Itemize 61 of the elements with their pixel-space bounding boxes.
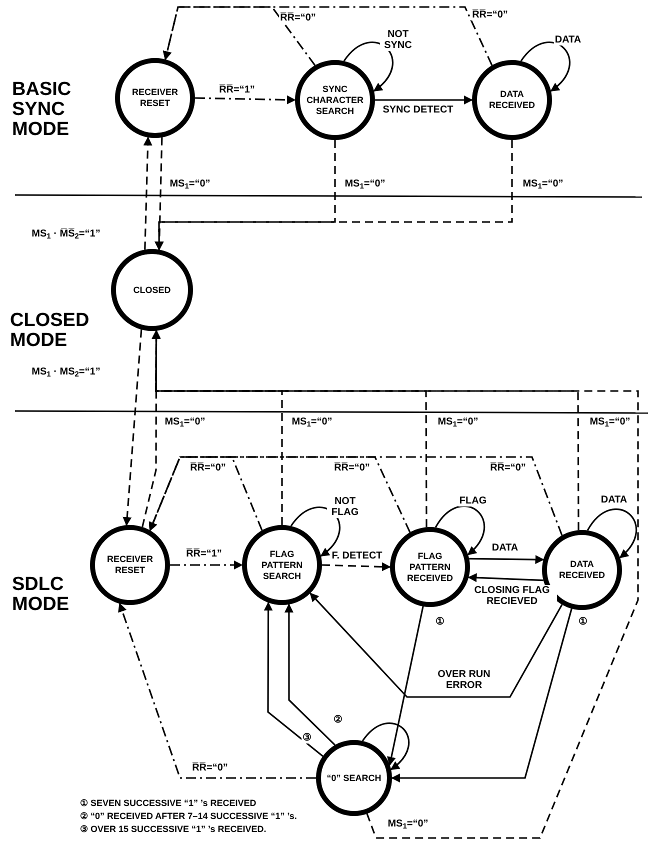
footnote: ② “0” RECEIVED AFTER 7–14 SUCCESSIVE “1” ’s. <box>80 812 297 822</box>
arrow <box>152 330 639 839</box>
edge-label: FLAG <box>458 496 488 506</box>
edge-label: DATA <box>600 494 628 506</box>
arrow <box>122 330 142 526</box>
arrow <box>310 592 563 698</box>
edge-label: R̅R̅=“0” <box>489 462 527 474</box>
arrow <box>118 602 316 779</box>
footnote: ③ OVER 15 SUCCESSIVE “1” ’s RECEIVED. <box>80 825 266 834</box>
edge-label: R̅R̅=“0” <box>189 462 227 474</box>
edge-label: MS$_{1}$=“0” <box>164 416 206 428</box>
edge-label: R̅R̅=“0” <box>333 462 371 474</box>
arrow <box>375 96 473 104</box>
arrow <box>170 560 243 570</box>
arrow <box>391 608 572 782</box>
edge-label: MS$_{1}$=“0” <box>290 416 334 428</box>
edge-label: ② <box>332 714 344 726</box>
footnote: ① SEVEN SUCCESSIVE “1” ’s RECEIVED <box>80 799 256 808</box>
state-name: DATA RECEIVED <box>488 89 536 111</box>
state-name: CLOSED <box>132 284 172 296</box>
edge-label: R̅R̅=“1” <box>185 548 223 560</box>
edge-label: MS$_{1}$=“0” <box>436 416 480 428</box>
mode-title: SDLC MODE <box>12 575 70 615</box>
state-name: FLAG PATTERN SEARCH <box>260 548 304 582</box>
edge-label: R̅R̅=“1” <box>218 84 256 96</box>
edge-label: MS$_{1}$=“0” <box>522 178 564 190</box>
state-name: RECEIVER RESET <box>130 87 179 109</box>
arrow <box>343 42 394 92</box>
edge-label: MS$_{1}$ · M̅S̅$_{2}$=“1” <box>30 228 102 240</box>
state-name: “0” SEARCH <box>326 772 382 784</box>
edge-label: R̅R̅=“0” <box>279 12 317 24</box>
edge-label: DATA <box>554 34 582 46</box>
arrow <box>194 95 296 104</box>
arrow <box>520 42 570 92</box>
state-name: FLAG PATTERN RECEIVED <box>406 550 454 584</box>
edge-label: MS$_{1}$=“0” <box>168 178 212 190</box>
edge-label: F. DETECT <box>330 550 384 562</box>
edge-label: MS$_{1}$=“0” <box>344 178 386 190</box>
edge-label: ① <box>578 616 588 628</box>
mode-title: CLOSED MODE <box>10 311 90 351</box>
arrow <box>469 555 544 564</box>
edge-label: MS$_{1}$=“0” <box>386 818 430 830</box>
mode-title: BASIC SYNC MODE <box>12 80 72 140</box>
arrow <box>362 722 410 770</box>
edge-label: MS$_{1}$ · MS$_{2}$=“1” <box>30 366 102 378</box>
arrow <box>322 562 391 572</box>
arrow <box>154 140 513 251</box>
edge-label: MS$_{1}$=“0” <box>588 416 632 428</box>
state-name: DATA RECEIVED <box>558 559 606 581</box>
edge-label: ① <box>434 616 446 628</box>
arrow <box>143 136 152 250</box>
edge-label: R̅R̅=“0” <box>471 10 509 20</box>
arrow <box>434 505 485 556</box>
edge-label: R̅R̅=“0” <box>191 762 229 774</box>
state-name: SYNC CHARACTER SEARCH <box>306 84 364 116</box>
edge-label: SYNC DETECT <box>382 104 454 116</box>
edge-label: DATA <box>490 542 520 554</box>
state-name: RECEIVER RESET <box>106 554 154 576</box>
arrow <box>290 506 340 557</box>
edge-label: ③ <box>302 732 312 744</box>
arrow <box>586 508 637 558</box>
